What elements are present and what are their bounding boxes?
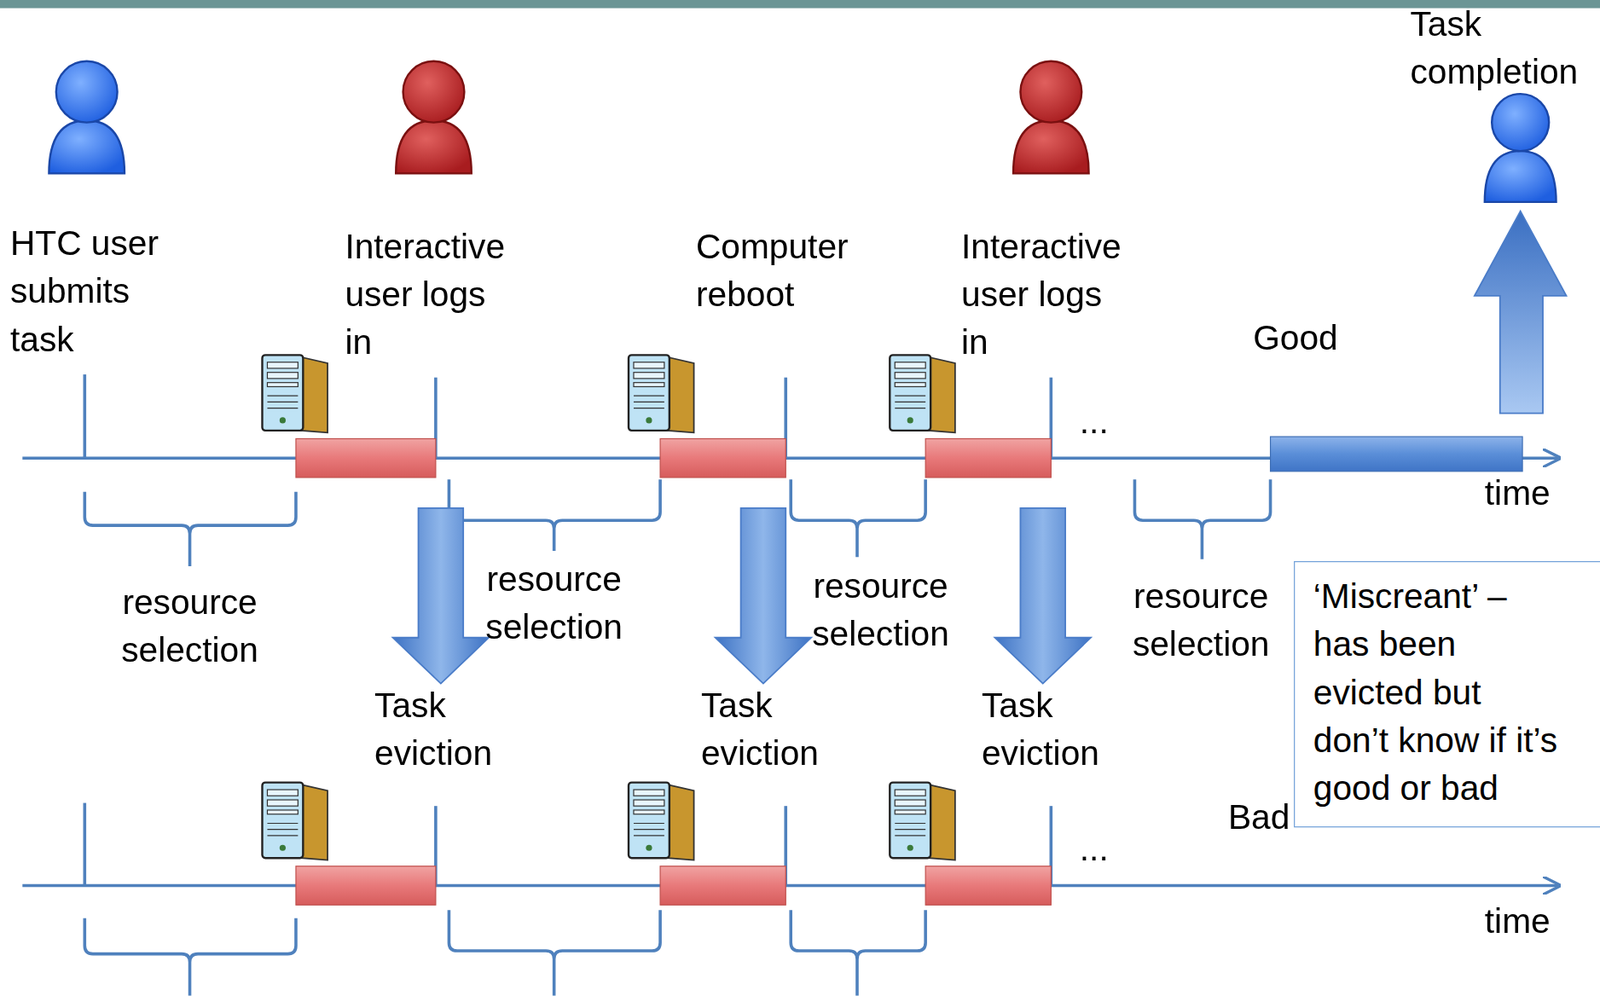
computer-icon [261,782,328,861]
ellipsis: ... [1079,824,1142,873]
computer-icon [628,782,695,861]
completion-arrow [1474,211,1567,414]
run-bar [925,438,1051,477]
top-bar [0,0,1600,9]
time-axis [22,884,1560,888]
computer-icon [261,354,328,433]
event-label: Computer reboot [695,222,872,319]
braces [84,910,926,996]
event-label: Task completion [1409,0,1600,96]
callout-text: ‘Miscreant’ – has been evicted but don’t… [1313,572,1565,812]
computer-icon [889,354,956,433]
outcome-label: Bad [1204,793,1291,841]
event-label: Task eviction [981,681,1145,777]
outcome-label: Good [1252,314,1376,363]
callout-box: ‘Miscreant’ – has been evicted but don’t… [1293,561,1600,828]
eviction-arrow [995,508,1091,685]
interactive-user-icon [1013,61,1090,174]
event-label: Interactive user logs in [961,222,1137,367]
event-label: HTC user submits task [10,219,174,364]
htc-user-icon [48,61,125,174]
axis-label: time [1484,469,1588,517]
eviction-arrow [393,508,489,685]
run-bar [295,438,436,477]
run-bar [295,866,436,905]
complete-run-bar [1270,436,1524,472]
axis-label: time [1484,897,1588,945]
interval-label: resource selection [467,555,641,651]
event-label: Task eviction [701,681,864,777]
eviction-arrow [715,508,812,685]
interval-label: resource selection [1114,572,1288,668]
event-label: Task eviction [374,681,538,777]
run-bar [660,866,786,905]
ellipsis: ... [1079,398,1142,447]
braces [84,479,1270,567]
htc-user-icon [1484,93,1557,203]
computer-icon [889,782,956,861]
interval-label: resource selection [794,562,968,658]
run-bar [660,438,786,477]
interval-label: resource selection [103,578,277,674]
run-bar [925,866,1051,905]
interactive-user-icon [395,61,472,174]
event-label: Interactive user logs in [344,222,521,367]
computer-icon [628,354,695,433]
